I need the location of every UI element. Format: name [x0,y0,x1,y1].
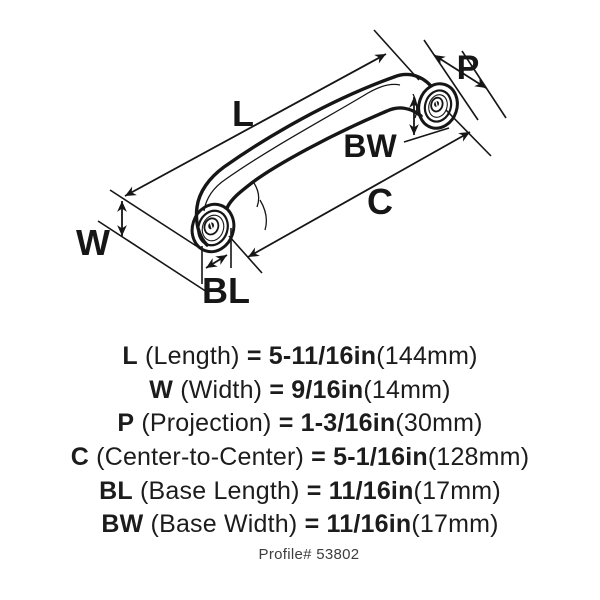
extension-lines [97,29,507,293]
spec-line-base-width: BW (Base Width) = 11/16in(17mm) [101,510,498,538]
label-W: W [76,222,110,263]
label-BL: BL [202,270,250,311]
left-base-outer-ring [190,202,236,254]
label-P: P [457,49,480,87]
ext-line-w-bottom [97,220,208,293]
profile-number: Profile# 53802 [259,546,360,563]
spec-list: L (Length) = 5-11/16in(144mm) W (Width) … [71,342,529,563]
dimension-labels: L W P C BW BL [76,49,479,311]
spec-line-length: L (Length) = 5-11/16in(144mm) [122,342,477,370]
dim-arrow-C [247,131,471,258]
ext-line-c-left [228,235,263,274]
spec-line-projection: P (Projection) = 1-3/16in(30mm) [117,409,482,437]
right-screw-slot-highlight [434,99,439,109]
right-base-bevel-ring [428,94,448,118]
left-base-screw [203,217,220,236]
left-screw-slot-highlight [209,221,214,231]
label-L: L [232,93,254,134]
spec-line-center-to-center: C (Center-to-Center) = 5-1/16in(128mm) [71,443,529,471]
left-base-bevel-ring [201,214,225,242]
right-base-screw [430,96,444,113]
handle-drawing [190,72,459,254]
ext-line-bw-baseline [403,127,450,143]
dimension-arrows [117,53,487,269]
spec-line-width: W (Width) = 9/16in(14mm) [149,376,450,404]
spec-line-base-length: BL (Base Length) = 11/16in(17mm) [99,477,501,505]
ext-line-w-top [109,189,202,250]
ext-line-shoulder-top [373,29,420,81]
left-base [190,202,236,254]
dim-arrow-BL [205,254,228,269]
right-base-inner-ring [423,89,453,123]
label-BW: BW [343,128,397,164]
dim-arrow-P [433,54,487,89]
label-C: C [367,181,393,222]
dim-arrow-L [124,53,387,197]
left-base-inner-ring [197,209,229,247]
handle-base-junction-left [253,182,267,231]
